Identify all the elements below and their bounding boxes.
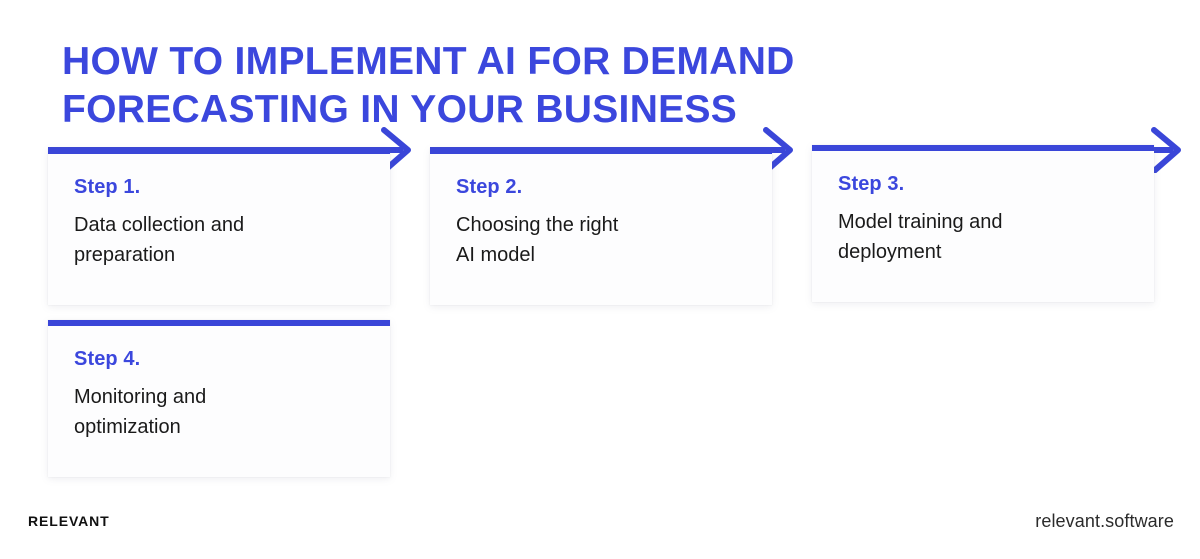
step-card-4[interactable]: Step 4. Monitoring and optimization	[48, 320, 390, 477]
step-card-1[interactable]: Step 1. Data collection and preparation	[48, 148, 390, 305]
page-title: How to implement AI for demand forecasti…	[62, 40, 795, 131]
brand-logo: RELEVANT	[28, 513, 110, 529]
step-description: Data collection and preparation	[74, 214, 245, 266]
step-card-3[interactable]: Step 3. Model training and deployment	[812, 145, 1154, 302]
step-label: Step 3.	[838, 173, 905, 195]
step-card-2[interactable]: Step 2. Choosing the right AI model	[430, 148, 772, 305]
step-description: Choosing the right AI model	[456, 214, 619, 266]
card-top-accent-bar	[430, 148, 772, 154]
website-url: relevant.software	[1035, 511, 1174, 531]
step-label: Step 1.	[74, 176, 141, 198]
step-description: Monitoring and optimization	[74, 386, 207, 438]
step-description: Model training and deployment	[838, 211, 1003, 263]
step-label: Step 4.	[74, 348, 141, 370]
card-top-accent-bar	[48, 320, 390, 326]
step-label: Step 2.	[456, 176, 523, 198]
card-top-accent-bar	[812, 145, 1154, 151]
card-top-accent-bar	[48, 148, 390, 154]
